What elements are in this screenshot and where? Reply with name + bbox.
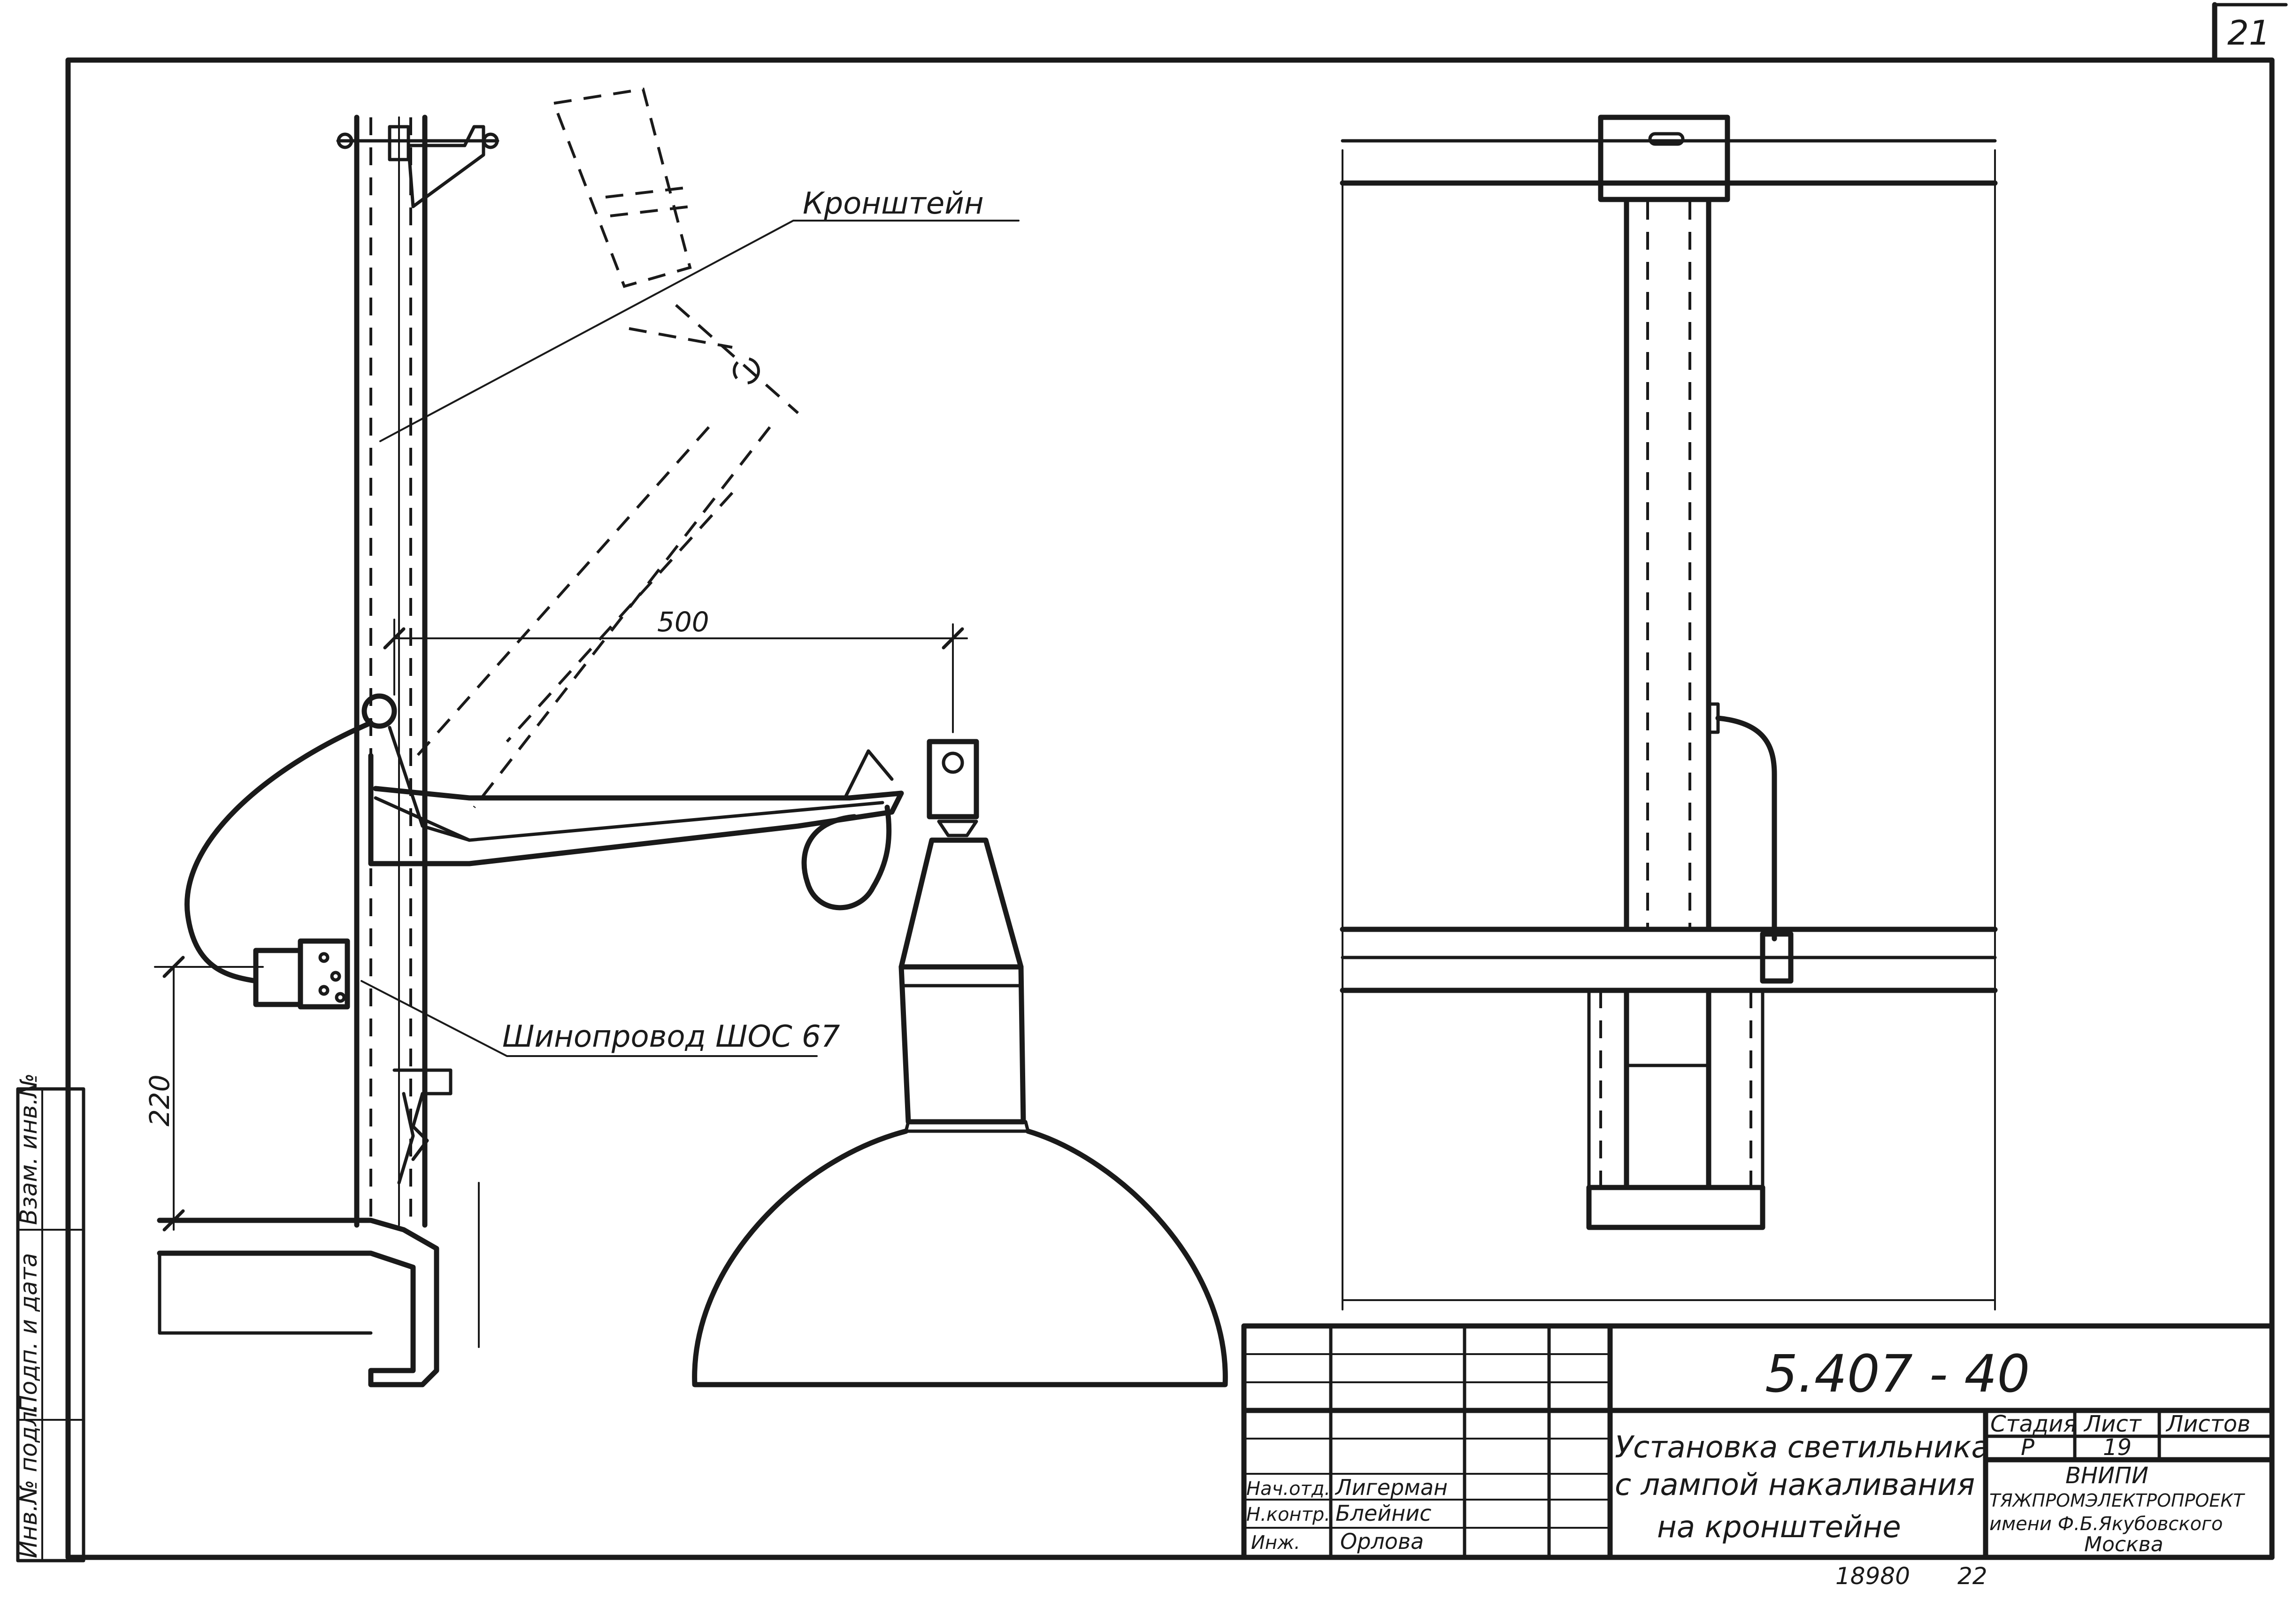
organization-line-1: ВНИПИ bbox=[2065, 1463, 2148, 1489]
side-field-signature-date: Подп. и дата bbox=[15, 1253, 42, 1413]
top-clamp bbox=[336, 125, 499, 208]
side-elevation-view: 500 220 Кронштейн Шинопровод ШОС 67 bbox=[144, 87, 1228, 1387]
supply-cable bbox=[184, 693, 471, 1010]
signature-name-1: Лигерман bbox=[1335, 1475, 1448, 1500]
archive-suffix: 22 bbox=[1957, 1563, 1987, 1590]
sheet-corner-number: 21 bbox=[2227, 13, 2271, 53]
title-line-2: с лампой накаливания bbox=[1615, 1468, 1975, 1502]
organization-line-2: ТЯЖПРОМЭЛЕКТРОПРОЕКТ bbox=[1989, 1490, 2245, 1511]
signature-role-1: Нач.отд. bbox=[1246, 1478, 1330, 1500]
dimension-arm-length: 500 bbox=[383, 606, 968, 733]
value-stage: Р bbox=[2021, 1434, 2034, 1461]
header-sheet: Лист bbox=[2083, 1411, 2142, 1437]
side-field-replaced-inventory: Взам. инв.№ bbox=[15, 1073, 42, 1225]
side-strip: Инв.№ подл. Подп. и дата Взам. инв.№ bbox=[15, 1073, 85, 1563]
title-line-3: на кронштейне bbox=[1657, 1510, 1901, 1545]
callout-busway-label: Шинопровод ШОС 67 bbox=[502, 1019, 840, 1054]
header-stage: Стадия bbox=[1990, 1411, 2077, 1437]
value-sheet: 19 bbox=[2103, 1434, 2132, 1461]
document-number: 5.407 - 40 bbox=[1765, 1344, 2030, 1404]
signature-role-3: Инж. bbox=[1251, 1532, 1300, 1554]
header-sheets: Листов bbox=[2165, 1411, 2250, 1437]
signature-name-2: Блейнис bbox=[1335, 1501, 1431, 1526]
lower-clamp bbox=[392, 1068, 453, 1185]
dimension-220-label: 220 bbox=[144, 1074, 176, 1126]
archive-number: 18980 bbox=[1835, 1563, 1910, 1590]
dimension-height: 220 bbox=[144, 956, 264, 1232]
organization-line-4: Москва bbox=[2084, 1532, 2164, 1556]
dimension-500-label: 500 bbox=[657, 606, 709, 638]
callout-leaders bbox=[361, 220, 1020, 1057]
front-elevation-view bbox=[1340, 115, 1998, 1310]
signature-role-2: Н.контр. bbox=[1246, 1504, 1330, 1525]
callout-bracket-label: Кронштейн bbox=[803, 186, 984, 221]
side-field-inventory: Инв.№ подл. bbox=[15, 1404, 42, 1558]
bracket-arm bbox=[368, 749, 904, 911]
title-line-1: Установка светильника bbox=[1615, 1430, 1990, 1465]
signature-name-3: Орлова bbox=[1340, 1529, 1424, 1554]
busway-rail bbox=[157, 1182, 480, 1387]
bracket-raised-position bbox=[412, 87, 799, 808]
organization-line-3: имени Ф.Б.Якубовского bbox=[1989, 1513, 2223, 1535]
sheet-frame: 21 bbox=[65, 2, 2288, 1560]
title-block: 5.407 - 40 Установка светильника с лампо… bbox=[1241, 1323, 2275, 1590]
column bbox=[354, 115, 428, 1228]
luminaire bbox=[692, 739, 1228, 1387]
